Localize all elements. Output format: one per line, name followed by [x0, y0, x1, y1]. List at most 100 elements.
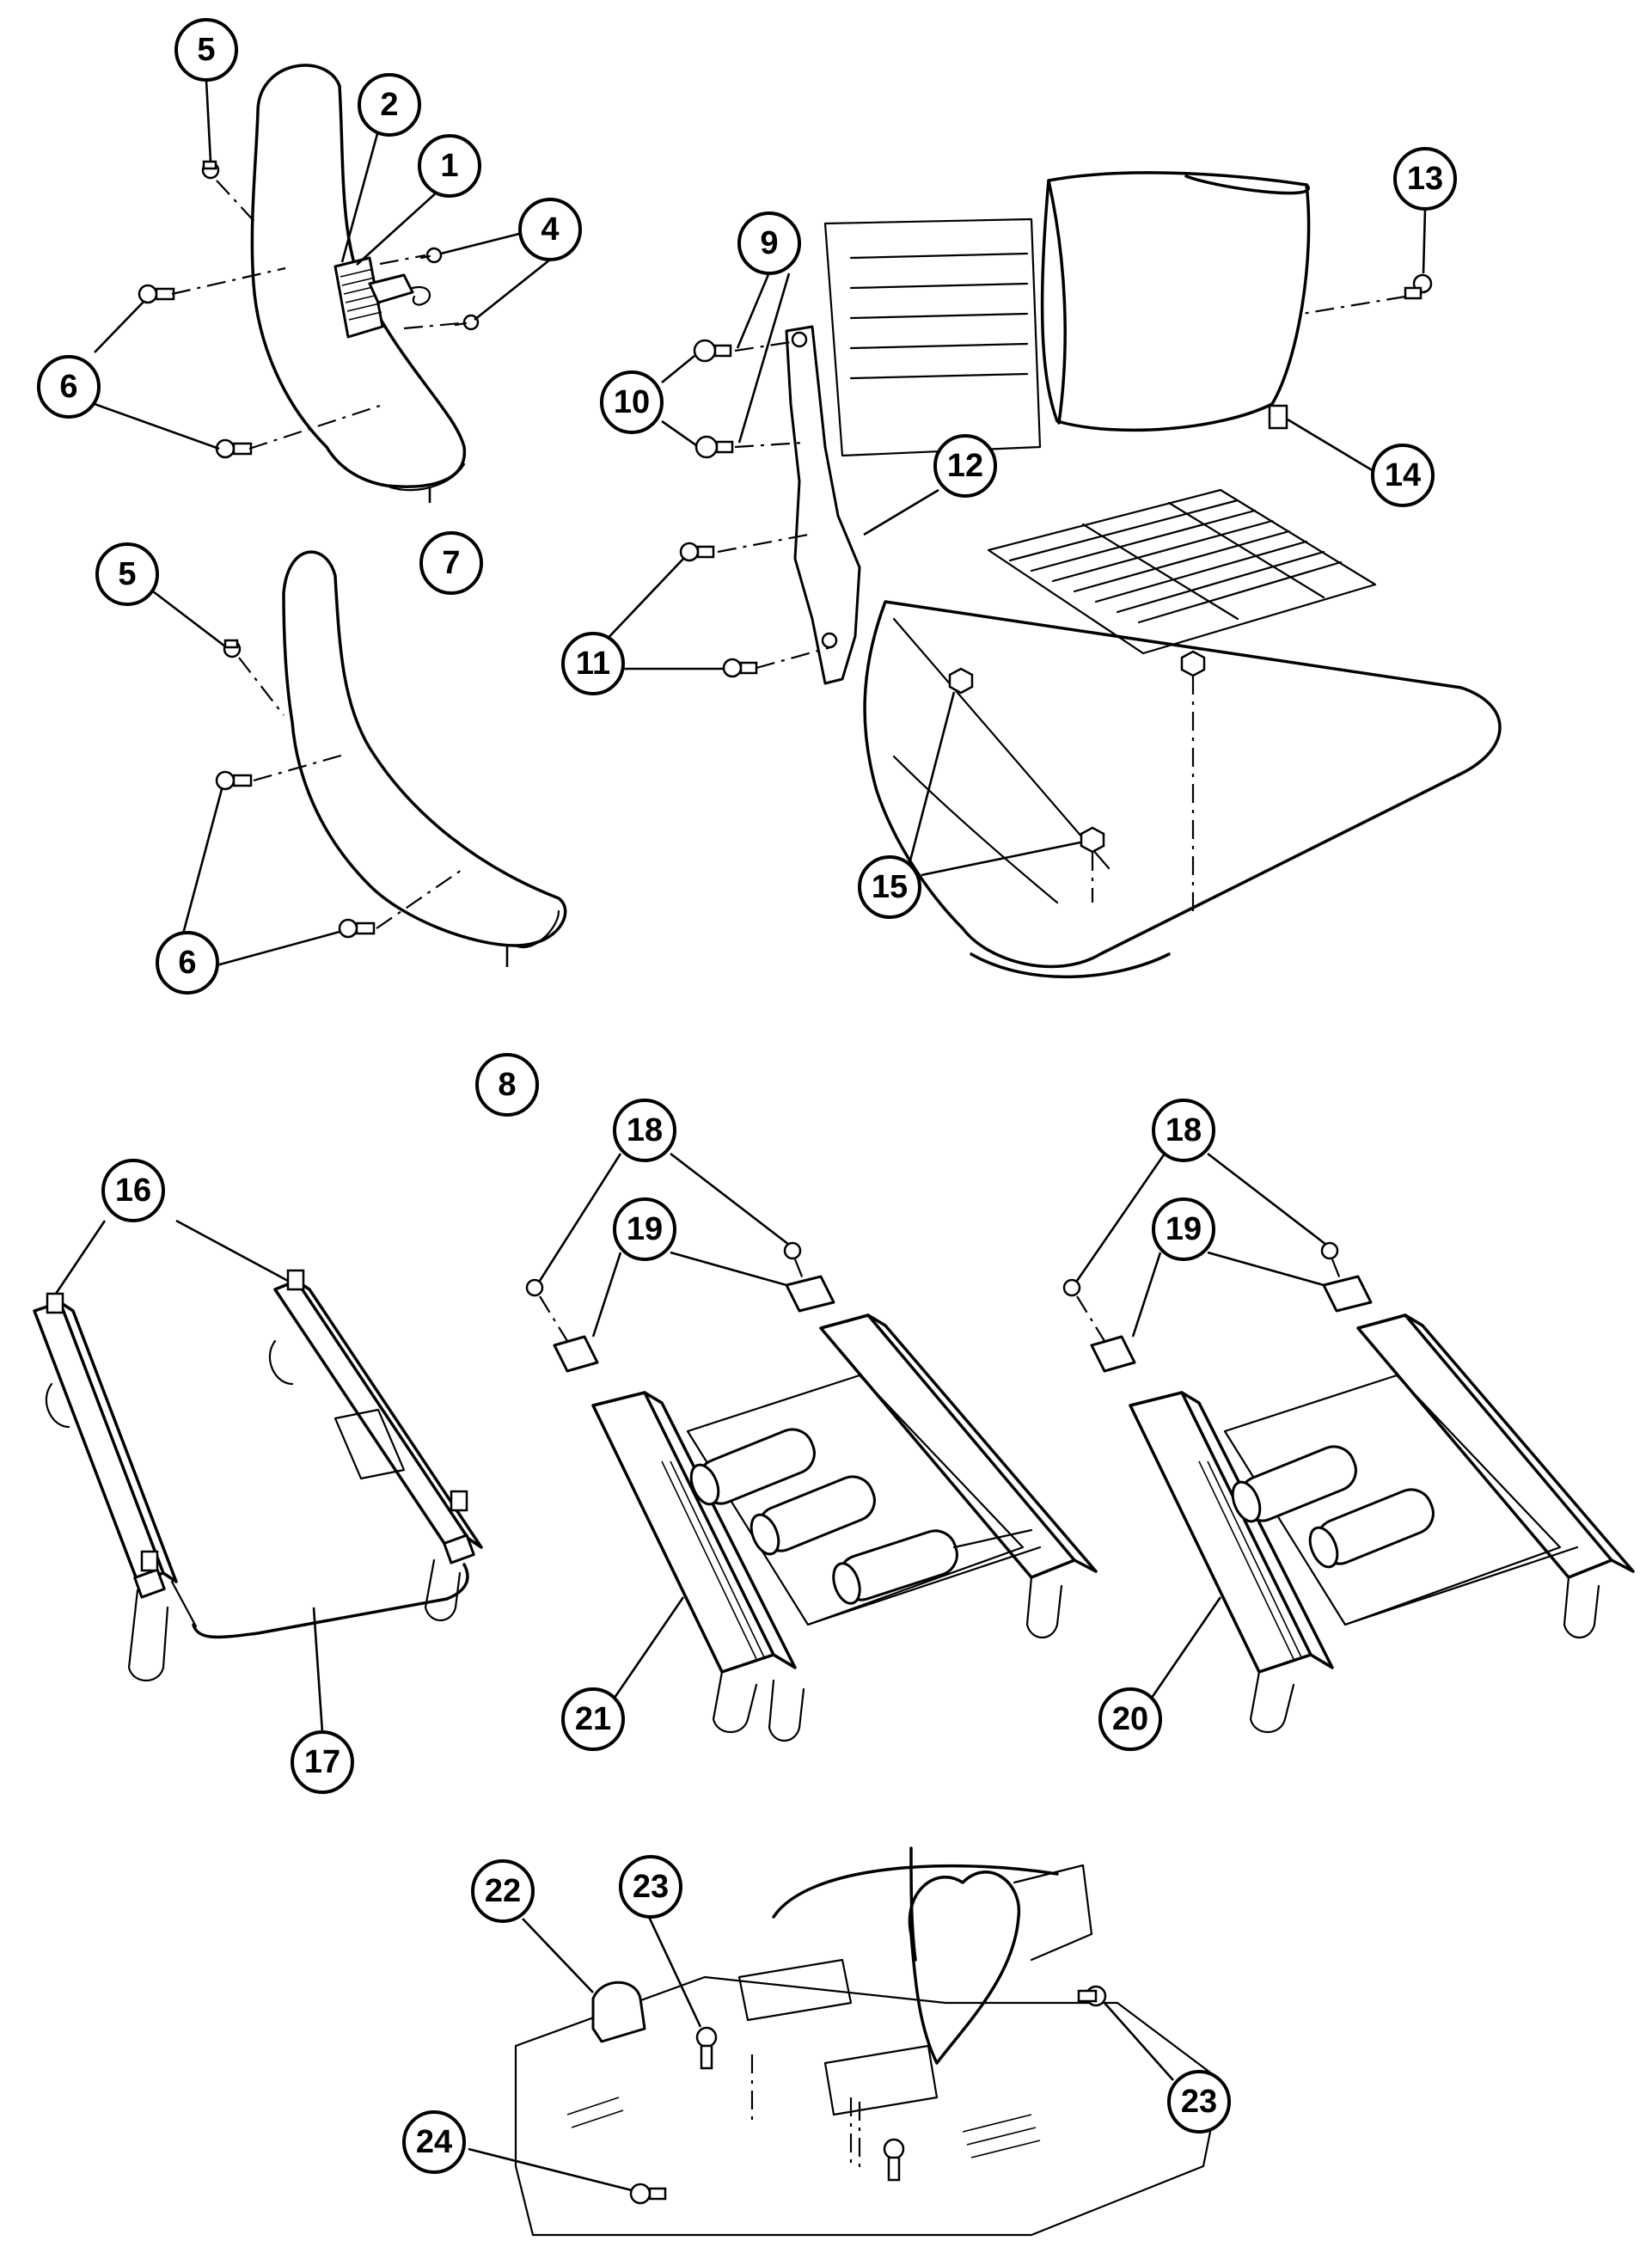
screw-18c: [1062, 1278, 1081, 1297]
screw-4a: [419, 247, 443, 264]
callout-label: 12: [947, 448, 983, 484]
callout-c22: 22: [471, 1859, 535, 1923]
callout-label: 7: [442, 545, 460, 581]
callout-c21: 21: [561, 1687, 625, 1751]
callout-c17: 17: [291, 1730, 354, 1794]
callout-label: 10: [614, 384, 650, 420]
callout-label: 20: [1112, 1701, 1148, 1737]
callout-label: 23: [1181, 2084, 1217, 2120]
screw-6-middle-upper: [215, 770, 253, 791]
clip-19d: [1322, 1275, 1373, 1313]
callout-c6a: 6: [37, 355, 101, 419]
callout-c5b: 5: [95, 542, 159, 606]
callout-c19a: 19: [613, 1197, 676, 1261]
callout-c12: 12: [933, 434, 997, 498]
callout-c24: 24: [402, 2110, 466, 2174]
callout-c20: 20: [1098, 1687, 1162, 1751]
callout-label: 16: [115, 1172, 151, 1209]
callout-c10: 10: [600, 370, 664, 434]
callout-label: 4: [541, 211, 559, 248]
side-shield-plain: [215, 550, 567, 967]
power-motor-c: [832, 1529, 958, 1605]
screw-6-middle-lower: [338, 918, 376, 939]
callout-c19b: 19: [1152, 1197, 1215, 1261]
bolt-23-left: [695, 2026, 718, 2070]
bolt-24: [629, 2183, 667, 2205]
power-seat-track-21: [525, 1241, 1098, 1742]
seat-switch: [333, 256, 431, 339]
power-seat-track-20: [1062, 1241, 1635, 1733]
bolt-10-lower: [694, 435, 734, 459]
callout-label: 15: [872, 869, 908, 905]
bolt-13: [1404, 273, 1433, 300]
callout-label: 17: [304, 1744, 340, 1780]
callout-c23b: 23: [1167, 2070, 1231, 2134]
screw-6-upper: [138, 284, 175, 304]
screw-18b: [783, 1241, 802, 1260]
nut-15a: [948, 667, 974, 695]
callout-c16: 16: [101, 1159, 165, 1222]
bolt-11-upper: [679, 542, 715, 562]
power-motor-d: [1231, 1445, 1357, 1523]
callout-label: 2: [380, 87, 398, 123]
screw-5-middle: [223, 639, 242, 658]
callout-c13: 13: [1393, 147, 1457, 211]
callout-label: 19: [1166, 1211, 1202, 1247]
nut-15b: [1080, 826, 1105, 854]
callout-label: 19: [627, 1211, 663, 1247]
screw-6-lower: [215, 438, 253, 459]
callout-label: 22: [485, 1873, 521, 1909]
clip-14: [1268, 404, 1288, 430]
cover-22: [591, 1981, 646, 2043]
callout-c15: 15: [858, 855, 921, 919]
callout-label: 6: [59, 369, 77, 405]
callout-c9: 9: [737, 211, 801, 275]
callout-label: 9: [760, 225, 778, 261]
stud-16b: [286, 1269, 305, 1291]
screw-18a: [525, 1278, 544, 1297]
stud-16d: [140, 1550, 159, 1572]
callout-label: 24: [416, 2124, 452, 2160]
callout-c23a: 23: [619, 1855, 682, 1919]
screw-18d: [1320, 1241, 1339, 1260]
callout-label: 8: [498, 1067, 516, 1103]
screw-4b: [454, 314, 480, 331]
stud-16a: [46, 1292, 64, 1314]
power-motor-b: [750, 1475, 876, 1556]
callout-label: 11: [576, 646, 610, 682]
power-motor-e: [1308, 1488, 1435, 1569]
callout-label: 5: [118, 556, 136, 592]
callout-label: 21: [575, 1701, 611, 1737]
side-shield-with-switch: [138, 64, 480, 503]
callout-label: 6: [178, 945, 196, 981]
seat-assembly: [679, 171, 1502, 979]
callout-c2: 2: [358, 73, 421, 137]
callout-label: 1: [440, 148, 458, 184]
callout-c11: 11: [561, 632, 625, 695]
callout-label: 14: [1385, 457, 1421, 493]
nut-center: [1180, 650, 1206, 677]
callout-label: 23: [633, 1869, 669, 1905]
leader-lines: [54, 79, 1427, 2192]
clip-19b: [785, 1275, 835, 1313]
callout-c1: 1: [418, 134, 481, 198]
callout-label: 18: [627, 1112, 663, 1148]
manual-seat-track: [33, 1269, 483, 1681]
screw-5-top: [201, 160, 220, 180]
callout-label: 5: [197, 32, 215, 68]
bolt-10-upper: [693, 339, 732, 363]
clip-19c: [1090, 1335, 1136, 1373]
bolt-floor: [883, 2138, 905, 2182]
callout-c14: 14: [1371, 444, 1435, 507]
callout-c18b: 18: [1152, 1099, 1215, 1162]
bolt-23-right: [1077, 1985, 1107, 2007]
callout-c7: 7: [419, 531, 483, 595]
callout-label: 13: [1407, 161, 1443, 197]
callout-c6b: 6: [156, 931, 219, 995]
stud-16c: [450, 1490, 468, 1512]
callout-label: 18: [1166, 1112, 1202, 1148]
bolt-11-lower: [722, 658, 758, 678]
callout-c4: 4: [518, 198, 582, 261]
callout-c8: 8: [475, 1053, 539, 1117]
